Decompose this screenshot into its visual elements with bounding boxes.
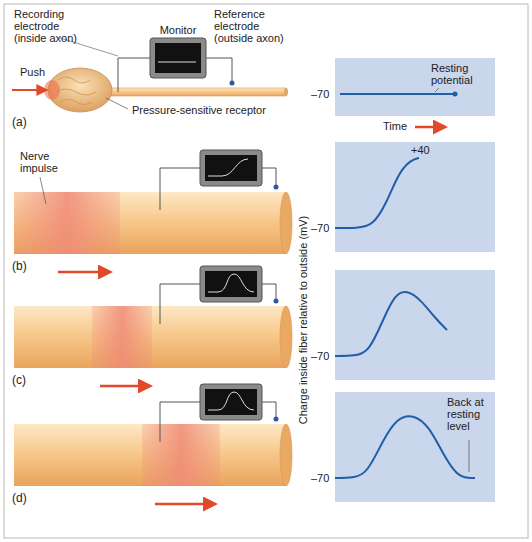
note-label: Back at resting level <box>447 396 493 432</box>
potential-trace <box>340 93 455 95</box>
trace-end <box>453 92 458 97</box>
direction-arrow <box>155 503 215 506</box>
axon-row <box>14 266 292 386</box>
direction-arrow <box>100 385 150 388</box>
frame <box>4 4 528 538</box>
axon-row <box>14 150 292 272</box>
axon <box>14 192 286 254</box>
axis-value: –70 <box>311 472 329 484</box>
trace-plot <box>335 270 495 380</box>
axon-row <box>14 384 292 504</box>
axis-value: –70 <box>311 350 329 362</box>
graph-panel: –70Back at resting level <box>335 392 495 502</box>
monitor-screen <box>205 389 257 415</box>
direction-arrow <box>58 271 110 274</box>
screen-trace <box>208 392 254 410</box>
nerve-impulse-region <box>92 306 152 368</box>
leader-line <box>40 177 46 204</box>
panel-letter: (c) <box>12 374 26 386</box>
potential-trace <box>335 158 419 228</box>
recording-electrode <box>160 402 200 442</box>
leader-line <box>106 98 128 109</box>
axis-value: –70 <box>311 222 329 234</box>
leader-line <box>469 440 470 472</box>
monitor <box>200 150 262 186</box>
electrode-tip <box>274 417 279 422</box>
axis-title: Time <box>383 120 407 132</box>
reference-electrode <box>262 168 276 186</box>
time-arrow <box>415 126 445 129</box>
part-label: Pressure-sensitive receptor <box>132 104 266 116</box>
graph-panel: –70 <box>335 270 495 380</box>
screen-trace <box>208 274 254 292</box>
axon-end <box>280 192 292 254</box>
axon <box>14 306 286 368</box>
graph-panel: –70Resting potentialTime <box>335 58 495 116</box>
graph-panel: +40–70 <box>335 142 495 252</box>
row-a-axon <box>12 38 288 112</box>
potential-trace <box>335 292 447 356</box>
axis-value: +40 <box>411 144 430 156</box>
electrode-tip <box>274 299 279 304</box>
recording-electrode <box>160 168 200 210</box>
panel-letter: (d) <box>12 492 27 504</box>
monitor-screen <box>205 271 257 297</box>
reference-electrode <box>206 58 232 82</box>
part-label: Nerve impulse <box>20 150 64 174</box>
axis-value: –70 <box>311 88 329 100</box>
part-label: Monitor <box>146 24 210 36</box>
electrode-tip <box>274 185 279 190</box>
monitor <box>150 38 206 78</box>
monitor <box>200 266 262 302</box>
panel-letter: (b) <box>12 260 27 272</box>
monitor <box>200 384 262 420</box>
nerve-impulse-region <box>142 424 220 486</box>
recording-electrode <box>118 58 150 92</box>
part-label: Push <box>20 66 45 78</box>
part-label: Recording electrode (inside axon) <box>14 8 92 44</box>
leader-line <box>435 88 439 92</box>
nerve-impulse-region <box>14 192 120 254</box>
reference-electrode <box>262 402 276 418</box>
reference-electrode <box>262 284 276 300</box>
trace-plot <box>335 142 495 252</box>
axon-end <box>280 306 292 368</box>
screen-trace <box>208 159 248 176</box>
axon <box>14 424 286 486</box>
panel-letter: (a) <box>12 116 27 128</box>
trace-plot <box>335 58 495 116</box>
recording-electrode <box>160 284 200 324</box>
push-arrow <box>12 89 46 91</box>
part-label: Reference electrode (outside axon) <box>214 8 296 44</box>
note-label: Resting potential <box>431 62 493 86</box>
axon-end <box>280 424 292 486</box>
axis-title: Charge inside fiber relative to outside … <box>297 216 309 424</box>
monitor-screen <box>205 155 257 181</box>
